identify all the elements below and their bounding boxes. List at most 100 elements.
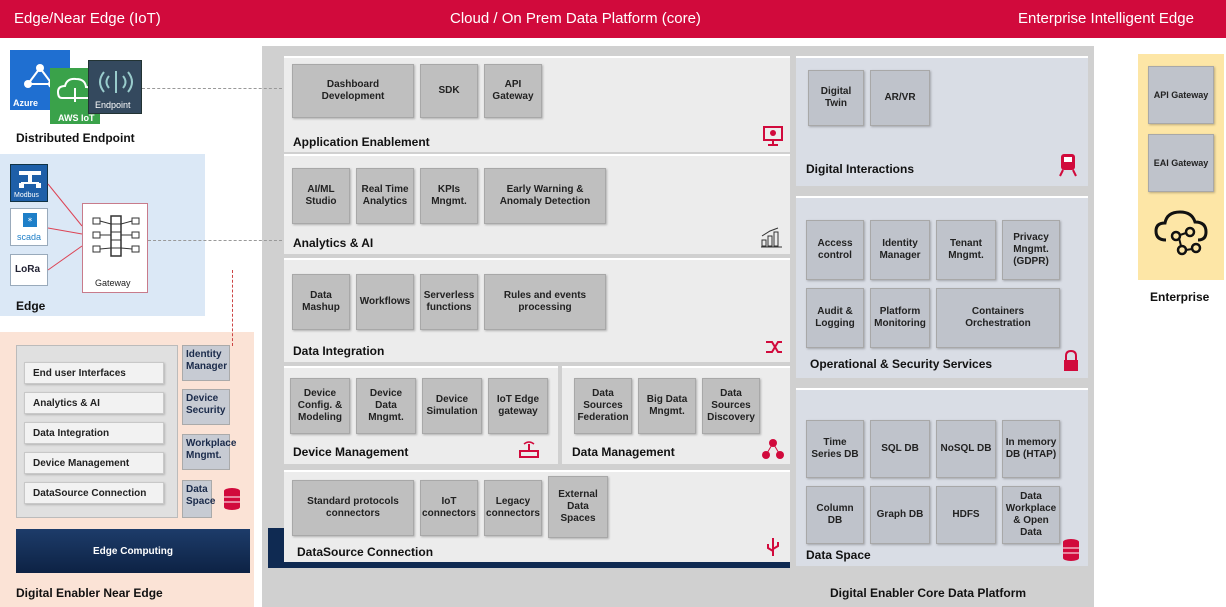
box-hdfs: HDFS [936, 486, 996, 544]
box-time-series-db: Time Series DB [806, 420, 864, 478]
box-big-data-mngmt: Big Data Mngmt. [638, 378, 696, 434]
cloud-network-icon [1154, 210, 1208, 256]
monitor-icon [763, 126, 783, 146]
azure-label: Azure [13, 98, 39, 108]
title-data-space: Data Space [806, 548, 871, 562]
box-standard-protocols: Standard protocols connectors [292, 480, 414, 536]
box-device-simulation: Device Simulation [422, 378, 482, 434]
title-digital-interactions: Digital Interactions [806, 162, 915, 176]
near-edge-title: Digital Enabler Near Edge [16, 586, 163, 600]
box-external-data-spaces: External Data Spaces [548, 476, 608, 538]
chart-icon [761, 227, 782, 248]
endpoint-logo: Endpoint [88, 60, 142, 114]
lora-label: LoRa [15, 264, 40, 275]
core-platform-title: Digital Enabler Core Data Platform [830, 586, 1027, 600]
box-data-workplace: Data Workplace & Open Data [1002, 486, 1060, 544]
near-item-data-integration: Data Integration [24, 422, 164, 444]
header-right: Enterprise Intelligent Edge [1018, 10, 1194, 27]
box-tenant-mngmt: Tenant Mngmt. [936, 220, 996, 280]
enterprise-title: Enterprise [1150, 290, 1210, 304]
title-device-management: Device Management [293, 445, 409, 459]
scada-icon: * [23, 213, 37, 227]
title-analytics-ai: Analytics & AI [293, 236, 374, 250]
header-left: Edge/Near Edge (IoT) [14, 10, 161, 27]
scada-label: scada [17, 232, 42, 242]
shuffle-icon [766, 341, 782, 353]
box-graph-db: Graph DB [870, 486, 930, 544]
box-data-mashup: Data Mashup [292, 274, 350, 330]
box-privacy-mngmt: Privacy Mngmt. (GDPR) [1002, 220, 1060, 280]
near-item-device-management: Device Management [24, 452, 164, 474]
near-item-end-user-interfaces: End user Interfaces [24, 362, 164, 384]
gateway-label: Gateway [95, 278, 131, 288]
box-serverless-functions: Serverless functions [420, 274, 478, 330]
endpoint-label: Endpoint [95, 100, 131, 110]
router-icon [519, 441, 539, 458]
connector-endpoint [142, 88, 282, 89]
box-access-control: Access control [806, 220, 864, 280]
box-platform-monitoring: Platform Monitoring [870, 288, 930, 348]
header-center: Cloud / On Prem Data Platform (core) [450, 10, 701, 27]
title-application-enablement: Application Enablement [293, 135, 430, 149]
box-early-warning: Early Warning & Anomaly Detection [484, 168, 606, 224]
box-device-config: Device Config. & Modeling [290, 378, 350, 434]
box-inmemory-db: In memory DB (HTAP) [1002, 420, 1060, 478]
box-data-sources-federation: Data Sources Federation [574, 378, 632, 434]
connector-gateway [148, 240, 282, 241]
box-iot-edge-gateway: IoT Edge gateway [488, 378, 548, 434]
near-data-space: Data Space [182, 480, 215, 518]
box-ar-vr: AR/VR [870, 70, 930, 126]
box-data-sources-discovery: Data Sources Discovery [702, 378, 760, 434]
near-item-analytics: Analytics & AI [24, 392, 164, 414]
box-legacy-connectors: Legacy connectors [484, 480, 542, 536]
title-datasource-connection: DataSource Connection [297, 545, 434, 559]
box-nosql-db: NoSQL DB [936, 420, 996, 478]
signal-icon [99, 71, 133, 93]
box-workflows: Workflows [356, 274, 414, 330]
modbus-logo: Modbus [10, 164, 48, 202]
awsiot-label: AWS IoT [58, 113, 95, 123]
network-icon [762, 439, 784, 459]
title-ops-security: Operational & Security Services [810, 357, 993, 371]
modbus-label: Modbus [14, 192, 39, 199]
box-enterprise-eai-gateway: EAI Gateway [1148, 134, 1214, 192]
box-identity-manager: Identity Manager [870, 220, 930, 280]
gateway-box: Gateway [82, 203, 148, 293]
box-iot-connectors: IoT connectors [420, 480, 478, 536]
gateway-icon [92, 215, 140, 257]
box-enterprise-api-gateway: API Gateway [1148, 66, 1214, 124]
box-realtime-analytics: Real Time Analytics [356, 168, 414, 224]
connector-near-edge [232, 270, 233, 346]
box-rules-events: Rules and events processing [484, 274, 606, 330]
title-data-integration: Data Integration [293, 344, 385, 358]
box-digital-twin: Digital Twin [808, 70, 864, 126]
edge-computing-bar: Edge Computing [16, 529, 250, 573]
header-bar: Edge/Near Edge (IoT) Cloud / On Prem Dat… [0, 0, 1226, 38]
box-dashboard-development: Dashboard Development [292, 64, 414, 118]
near-item-datasource-connection: DataSource Connection [24, 482, 164, 504]
box-sdk: SDK [420, 64, 478, 118]
box-containers-orchestration: Containers Orchestration [936, 288, 1060, 348]
box-kpis-mngmt: KPIs Mngmt. [420, 168, 478, 224]
box-sql-db: SQL DB [870, 420, 930, 478]
near-identity-manager: Identity Manager [182, 345, 230, 381]
svg-text:*: * [28, 217, 33, 227]
usb-icon [767, 538, 779, 556]
database-icon [1063, 539, 1079, 561]
edge-connectors [47, 183, 83, 271]
title-data-management: Data Management [572, 445, 675, 459]
distributed-endpoint-title: Distributed Endpoint [16, 131, 135, 145]
train-icon [1059, 154, 1077, 177]
box-device-data-mngmt: Device Data Mngmt. [356, 378, 416, 434]
near-workplace-mngmt: Workplace Mngmt. [182, 434, 236, 470]
box-column-db: Column DB [806, 486, 864, 544]
scada-logo: * scada [10, 208, 48, 246]
modbus-icon [19, 171, 41, 188]
lock-icon [1064, 350, 1078, 371]
near-device-security: Device Security [182, 389, 230, 425]
box-aiml-studio: AI/ML Studio [292, 168, 350, 224]
database-icon [224, 488, 240, 510]
lora-logo: LoRa [10, 254, 48, 286]
box-audit-logging: Audit & Logging [806, 288, 864, 348]
box-api-gateway: API Gateway [484, 64, 542, 118]
